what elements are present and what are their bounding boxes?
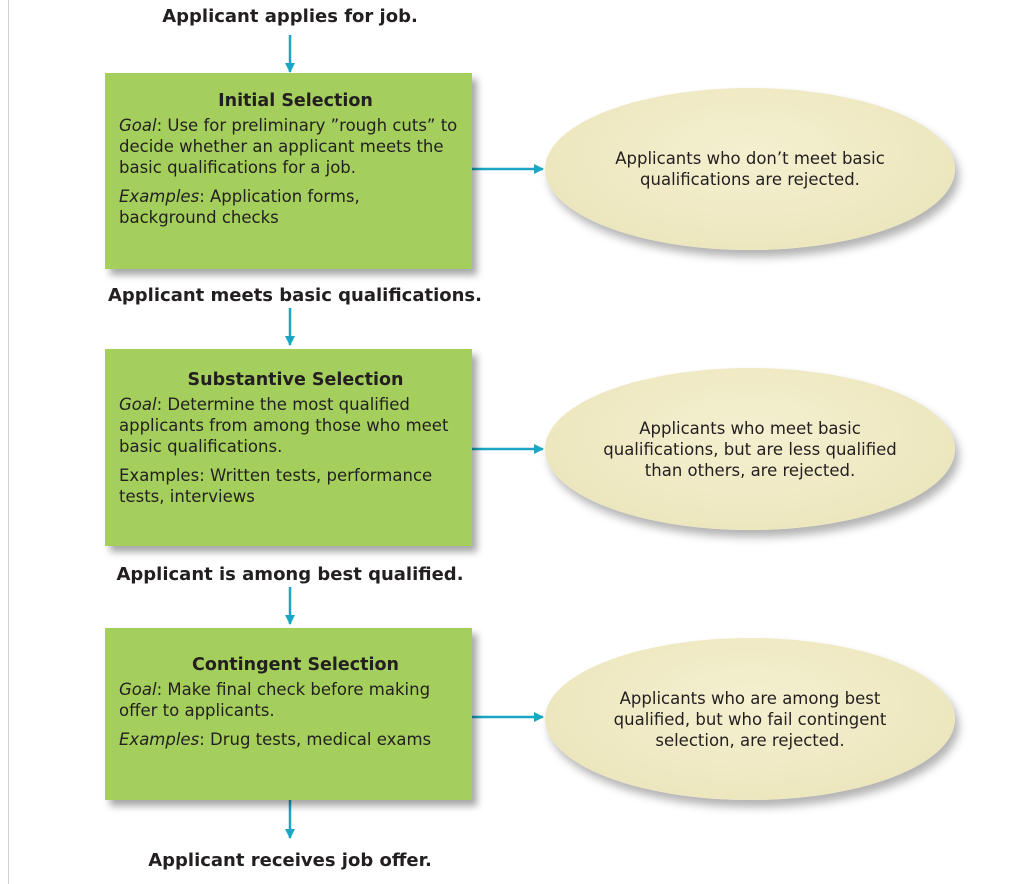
flow-start-label: Applicant applies for job. xyxy=(162,6,418,27)
stage-box-initial-selection: Initial Selection Goal: Use for prelimin… xyxy=(105,73,472,269)
rejection-ellipse-initial: Applicants who don’t meet basic qualific… xyxy=(545,88,955,250)
flow-label-meets-basic: Applicant meets basic qualifications. xyxy=(107,285,482,306)
stage-title: Initial Selection xyxy=(218,91,373,111)
stage-goal: Goal: Determine the most qualified appli… xyxy=(119,394,458,457)
examples-key: Examples xyxy=(119,187,200,206)
examples-key: Examples xyxy=(119,466,200,485)
goal-text: : Determine the most qualified applicant… xyxy=(119,395,449,456)
goal-text: : Use for preliminary ”rough cuts” to de… xyxy=(119,116,458,177)
frame-border xyxy=(8,0,9,884)
rejection-ellipse-substantive: Applicants who meet basic qualifications… xyxy=(545,368,955,530)
examples-key: Examples xyxy=(119,730,200,749)
stage-box-contingent-selection: Contingent Selection Goal: Make final ch… xyxy=(105,628,472,800)
stage-title: Contingent Selection xyxy=(191,655,400,675)
goal-key: Goal xyxy=(119,680,157,699)
rejection-text: Applicants who are among best qualified,… xyxy=(613,688,887,750)
stage-title: Substantive Selection xyxy=(187,370,404,390)
stage-goal: Goal: Use for preliminary ”rough cuts” t… xyxy=(119,115,458,178)
stage-examples: Examples: Written tests, performance tes… xyxy=(119,465,458,507)
rejection-text: Applicants who meet basic qualifications… xyxy=(603,418,897,480)
rejection-ellipse-contingent: Applicants who are among best qualified,… xyxy=(545,638,955,800)
flow-label-best-qualified: Applicant is among best qualified. xyxy=(116,564,464,585)
examples-text: : Written tests, performance tests, inte… xyxy=(119,466,433,506)
examples-text: : Application forms, background checks xyxy=(119,187,360,227)
flow-end-label: Applicant receives job offer. xyxy=(148,850,432,871)
goal-text: : Make final check before making offer t… xyxy=(119,680,431,720)
rejection-text: Applicants who don’t meet basic qualific… xyxy=(615,149,885,189)
stage-goal: Goal: Make final check before making off… xyxy=(119,679,458,721)
goal-key: Goal xyxy=(119,395,157,414)
goal-key: Goal xyxy=(119,116,157,135)
stage-examples: Examples: Application forms, background … xyxy=(119,186,458,228)
stage-box-substantive-selection: Substantive Selection Goal: Determine th… xyxy=(105,349,472,546)
examples-text: : Drug tests, medical exams xyxy=(199,730,432,749)
stage-examples: Examples: Drug tests, medical exams xyxy=(119,729,458,750)
